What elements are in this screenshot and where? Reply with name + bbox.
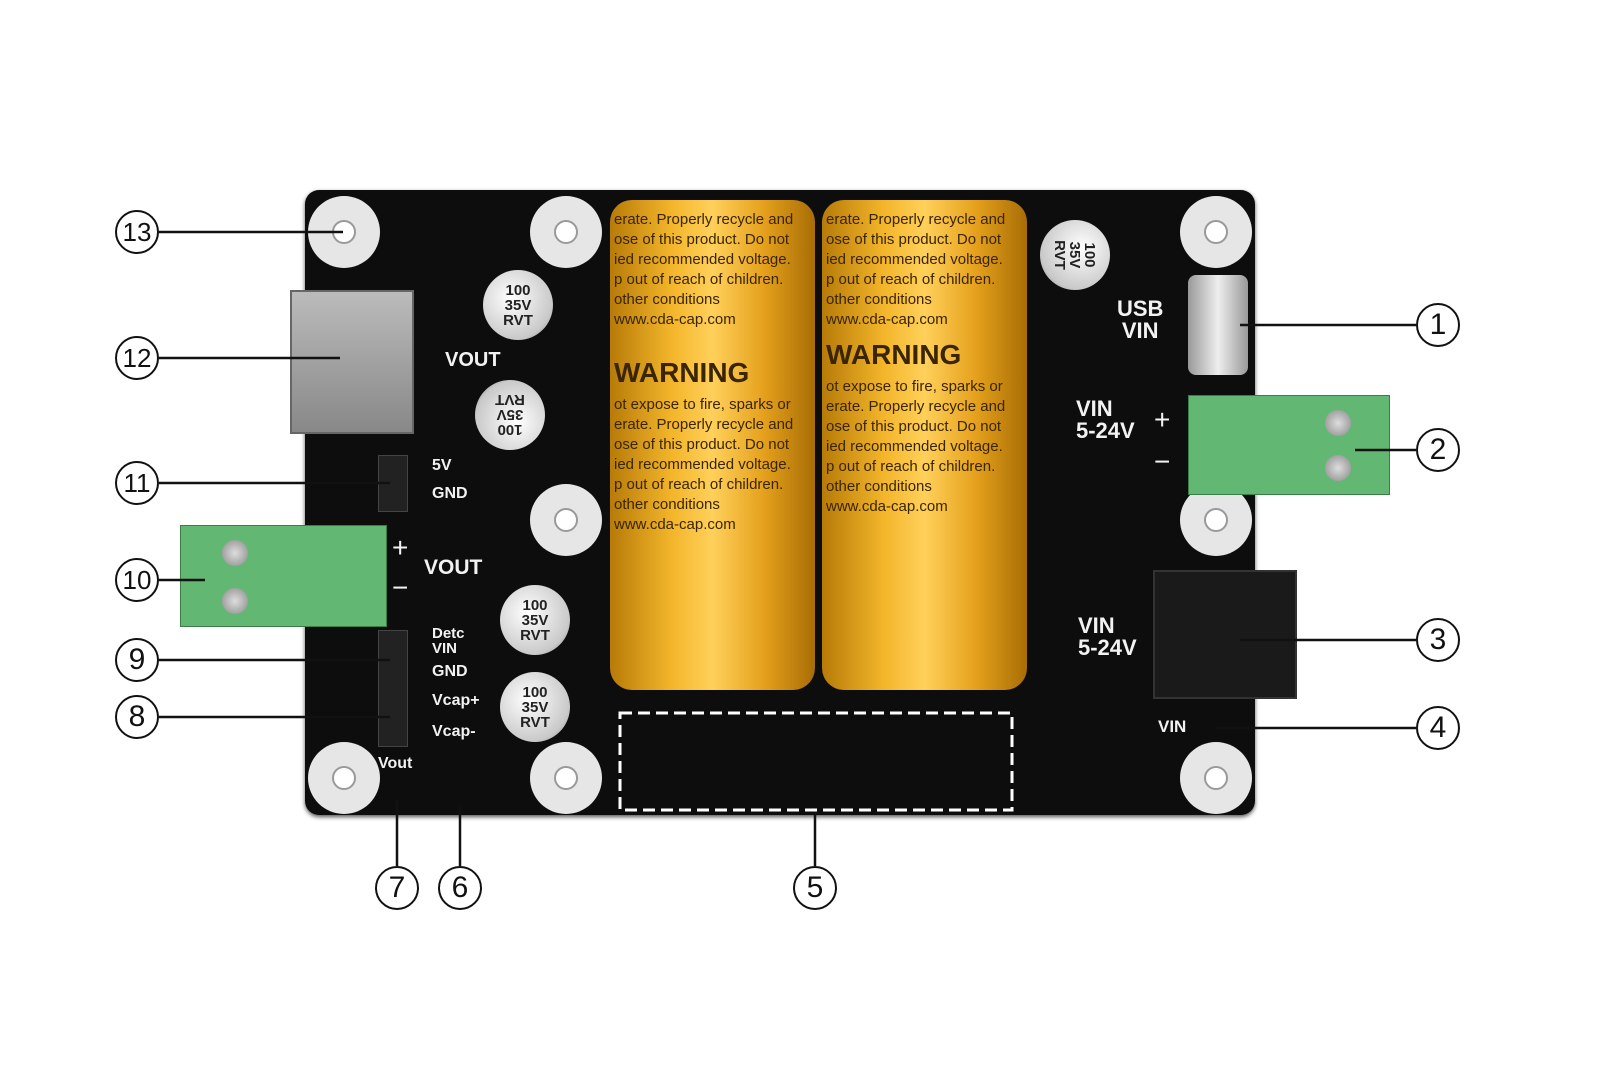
mounting-hole xyxy=(1180,742,1252,814)
supercap-warning: WARNING xyxy=(826,339,962,370)
supercapacitor-right: erate. Properly recycle and ose of this … xyxy=(822,200,1027,690)
dc-jack xyxy=(1153,570,1297,699)
supercap-line: ot expose to fire, sparks or xyxy=(826,378,1003,395)
label-vout-terminal: VOUT xyxy=(424,556,483,579)
supercap-text: erate. Properly recycle and ose of this … xyxy=(614,211,794,328)
minus-mark: − xyxy=(1154,446,1171,477)
supercap-text: erate. Properly recycle and ose of this … xyxy=(826,211,1006,328)
screw xyxy=(1325,455,1351,481)
supercap-line: ot expose to fire, sparks or xyxy=(614,396,791,413)
plus-mark: + xyxy=(392,532,409,563)
label-vcap-plus: Vcap+ xyxy=(432,692,480,709)
label-gnd: GND xyxy=(432,663,468,680)
callout-4: 4 xyxy=(1416,706,1460,750)
supercapacitor-left: erate. Properly recycle and ose of this … xyxy=(610,200,815,690)
callout-5: 5 xyxy=(793,866,837,910)
label-vout-led: Vout xyxy=(378,755,413,772)
label-5v: 5V xyxy=(432,457,452,474)
supercap-text: erate. Properly recycle and ose of this … xyxy=(614,416,794,533)
mounting-hole xyxy=(530,484,602,556)
callout-8: 8 xyxy=(115,695,159,739)
label-vin-led: VIN xyxy=(1158,717,1187,736)
usb-a-port xyxy=(290,290,414,434)
screw xyxy=(222,588,248,614)
callout-10: 10 xyxy=(115,558,159,602)
label-vout-usb: VOUT xyxy=(445,349,501,371)
callout-7: 7 xyxy=(375,866,419,910)
usb-c-port xyxy=(1188,275,1248,375)
callout-11: 11 xyxy=(115,461,159,505)
mounting-hole xyxy=(530,196,602,268)
supercap-warning: WARNING xyxy=(614,357,750,388)
callout-9: 9 xyxy=(115,638,159,682)
callout-3: 3 xyxy=(1416,618,1460,662)
vout-terminal-block xyxy=(180,525,387,627)
callout-1: 1 xyxy=(1416,303,1460,347)
mounting-hole xyxy=(1180,484,1252,556)
screw xyxy=(222,540,248,566)
callout-13: 13 xyxy=(115,210,159,254)
mounting-hole xyxy=(308,742,380,814)
mounting-hole xyxy=(1180,196,1252,268)
vin-terminal-block xyxy=(1188,395,1390,495)
plus-mark: + xyxy=(1154,404,1171,435)
callout-12: 12 xyxy=(115,336,159,380)
pin-header-detc-vcap xyxy=(378,630,408,747)
screw xyxy=(1325,410,1351,436)
callout-6: 6 xyxy=(438,866,482,910)
label-gnd: GND xyxy=(432,485,468,502)
minus-mark: − xyxy=(392,572,409,603)
mounting-hole xyxy=(530,742,602,814)
label-vcap-minus: Vcap- xyxy=(432,723,476,740)
callout-2: 2 xyxy=(1416,428,1460,472)
supercap-text: erate. Properly recycle and ose of this … xyxy=(826,398,1006,515)
